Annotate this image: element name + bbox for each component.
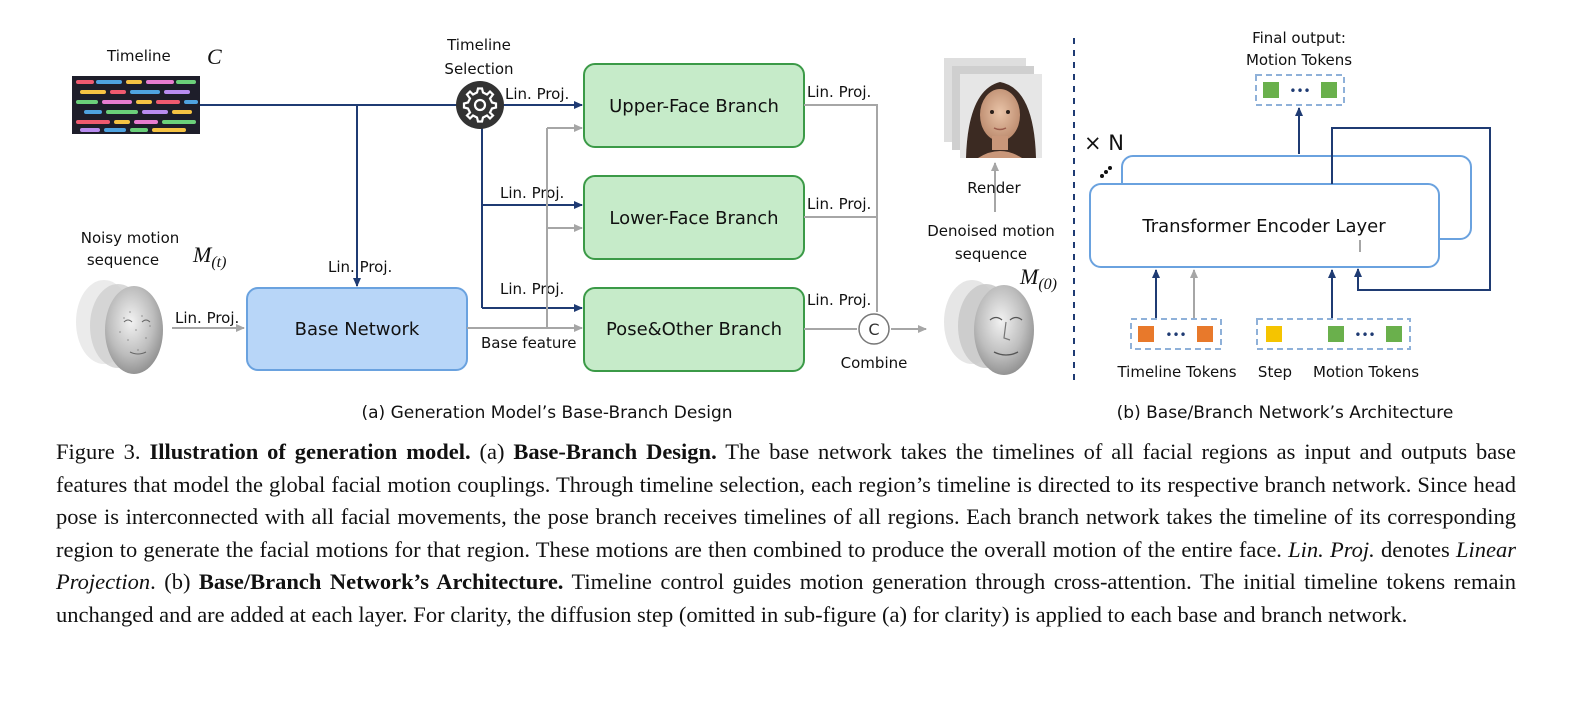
noisy-face-icon — [76, 280, 163, 374]
base-feature-label: Base feature — [481, 334, 576, 352]
timeline-symbol: C — [207, 44, 222, 69]
caption-linproj-full: Linear Projection — [56, 536, 1516, 595]
motion-tokens-label: Motion Tokens — [1313, 363, 1419, 381]
residual-loop — [1331, 127, 1491, 291]
subcaption-a: (a) Generation Model’s Base-Branch Desig… — [361, 403, 732, 423]
caption-b-label: (b) — [164, 569, 191, 594]
final-output-tokens: ••• — [1255, 74, 1345, 106]
pose-other-branch-label: Pose&Other Branch — [606, 319, 782, 340]
caption-a-text: The base network takes the timelines of … — [56, 439, 1517, 562]
caption-title: Illustration of generation model. — [149, 439, 471, 464]
encoder-layer-front — [1089, 183, 1440, 268]
timeline-label: Timeline — [106, 47, 171, 65]
caption-denotes: denotes — [1381, 536, 1450, 562]
gear-icon — [456, 81, 504, 129]
base-network-label: Base Network — [295, 319, 420, 340]
timeline-tokens-label: Timeline Tokens — [1116, 363, 1236, 381]
denoised-label-1: Denoised motion — [927, 222, 1055, 240]
encoder-layer-label: Transformer Encoder Layer — [1141, 216, 1386, 237]
caption-a-label: (a) — [479, 439, 505, 464]
noisy-motion-label-1: Noisy motion — [81, 229, 180, 247]
lin-proj-out-upper: Lin. Proj. — [807, 83, 871, 101]
lin-proj-out-pose: Lin. Proj. — [807, 291, 871, 309]
svg-text:•••: ••• — [1289, 84, 1310, 98]
caption-a-title: Base-Branch Design. — [513, 439, 717, 464]
lin-proj-input: Lin. Proj. — [175, 309, 239, 327]
lin-proj-out-lower: Lin. Proj. — [807, 195, 871, 213]
noisy-motion-label-2: sequence — [87, 251, 159, 269]
render-label: Render — [967, 179, 1021, 197]
denoised-label-2: sequence — [955, 245, 1027, 263]
combine-label: Combine — [841, 354, 908, 372]
caption-fig-label: Figure 3. — [56, 439, 141, 464]
denoised-symbol: M(0) — [1019, 264, 1057, 293]
figure-diagram: Timeline C — [72, 29, 1491, 423]
repeat-n-label: × N — [1084, 131, 1124, 155]
combine-symbol: C — [868, 320, 879, 339]
lin-proj-lower: Lin. Proj. — [500, 184, 564, 202]
timeline-tokens: ••• — [1130, 318, 1222, 350]
final-output-label-1: Final output: — [1252, 29, 1346, 47]
noisy-motion-symbol: M(t) — [192, 242, 226, 271]
lin-proj-pose: Lin. Proj. — [500, 280, 564, 298]
lin-proj-base: Lin. Proj. — [328, 258, 392, 276]
lin-proj-upper: Lin. Proj. — [505, 85, 569, 103]
caption-b-title: Base/Branch Network’s Architecture. — [198, 569, 564, 594]
combine-icon — [858, 313, 890, 345]
caption-b-text: Timeline control guides motion generatio… — [56, 569, 1516, 627]
lower-face-branch-label: Lower-Face Branch — [609, 208, 778, 229]
upper-face-branch-label: Upper-Face Branch — [609, 96, 779, 117]
step-motion-tokens: ••• — [1256, 318, 1411, 350]
repeat-dots-icon — [1100, 166, 1112, 178]
caption-period: . — [150, 569, 156, 594]
timeline-selection-label-1: Timeline — [446, 36, 511, 54]
timeline-selection-label-2: Selection — [444, 60, 513, 78]
figure-caption: Figure 3. Illustration of generation mod… — [56, 436, 1516, 631]
final-output-label-2: Motion Tokens — [1246, 51, 1352, 69]
step-label: Step — [1258, 363, 1292, 381]
caption-linproj-abbr: Lin. Proj. — [1288, 536, 1375, 562]
svg-text:•••: ••• — [1354, 328, 1375, 342]
rendered-portrait-image — [944, 58, 1042, 158]
svg-text:•••: ••• — [1165, 328, 1186, 342]
timeline-strip-icon — [72, 76, 200, 134]
subcaption-b: (b) Base/Branch Network’s Architecture — [1117, 403, 1454, 423]
output-face-icon — [944, 280, 1034, 375]
